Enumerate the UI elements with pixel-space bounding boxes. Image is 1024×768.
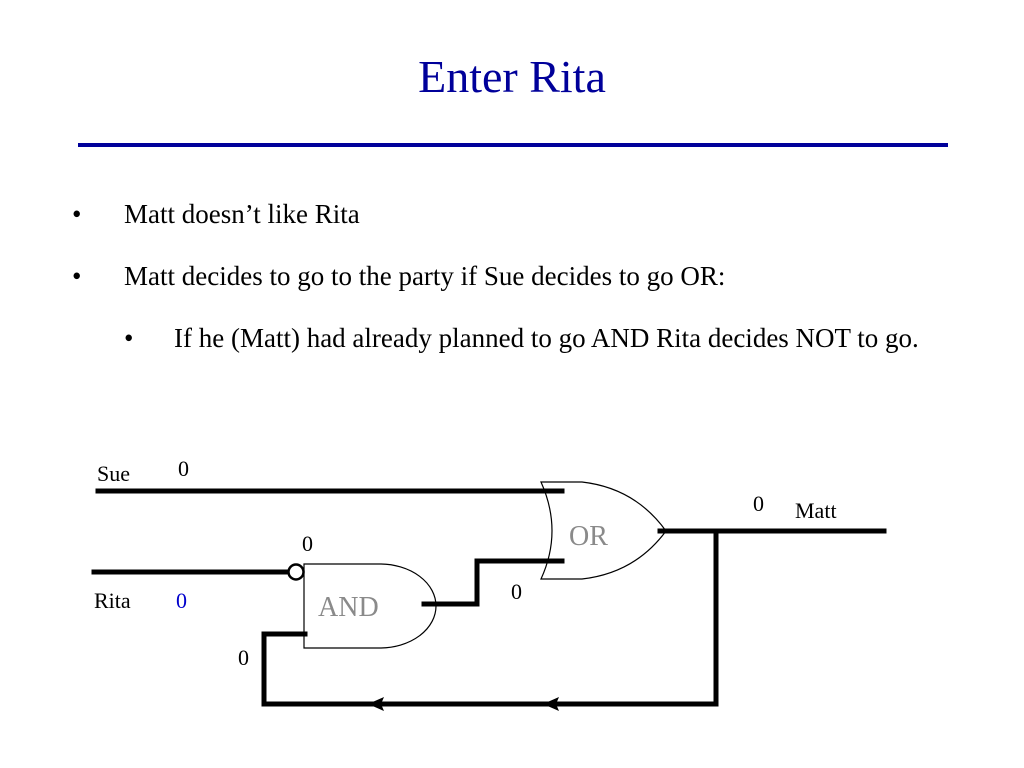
bullet-text: Matt decides to go to the party if Sue d… (124, 261, 726, 291)
or-gate (540, 481, 667, 580)
matt-value: 0 (753, 491, 764, 516)
matt-label: Matt (795, 498, 837, 523)
bullet-text: If he (Matt) had already planned to go A… (174, 323, 919, 353)
not-bubble (287, 563, 305, 581)
and-gate (303, 563, 437, 649)
and-output-value: 0 (511, 579, 522, 604)
and-to-or-wire (421, 558, 565, 607)
bullet-text: Matt doesn’t like Rita (124, 199, 360, 229)
and-gate-label: AND (318, 592, 379, 623)
feedback-arrow-left (368, 697, 384, 711)
feedback-wire (261, 528, 719, 707)
sue-label: Sue (97, 461, 130, 486)
sue-value: 0 (178, 456, 189, 481)
bullet-marker: • (124, 323, 134, 353)
feedback-input-value: 0 (238, 645, 249, 670)
rita-value: 0 (176, 588, 187, 613)
and-top-input-value: 0 (302, 531, 313, 556)
bullet-marker: • (72, 261, 82, 291)
slide-title: Enter Rita (418, 51, 606, 102)
feedback-arrow-right (543, 697, 559, 711)
bullet-marker: • (72, 199, 82, 229)
or-gate-label: OR (569, 521, 608, 552)
rita-label: Rita (94, 588, 131, 613)
title-underline (78, 143, 948, 147)
